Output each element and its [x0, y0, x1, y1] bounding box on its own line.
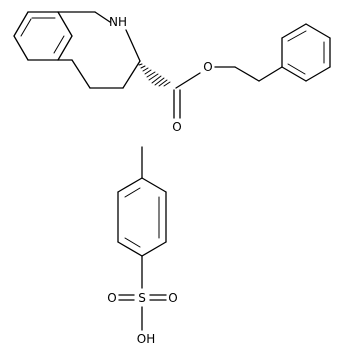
toluene-ring	[117, 177, 167, 257]
bond	[117, 241, 143, 257]
hydroxyl-label: OH	[137, 332, 155, 346]
ester-oxygen-label: O	[203, 60, 212, 74]
sulfonic-acid-group	[118, 255, 167, 331]
wedge-hash	[163, 81, 171, 87]
bond	[57, 11, 73, 37]
double-bond-inner	[287, 63, 306, 75]
bond	[122, 60, 141, 89]
wedge-hash	[142, 67, 149, 72]
bond	[175, 72, 201, 89]
bond	[125, 29, 141, 62]
sulfonyl-oxygen-right-label: O	[168, 291, 177, 305]
bond	[141, 241, 167, 257]
bond	[281, 66, 307, 82]
bond	[71, 59, 91, 89]
wedge-hash	[146, 71, 156, 78]
bond	[141, 177, 167, 193]
wedge-hash	[148, 73, 159, 81]
tosic-acid-molecule: S O O OH	[107, 146, 178, 346]
sulfonyl-oxygen-left-label: O	[107, 291, 116, 305]
benzo-ring	[13, 11, 73, 61]
double-bond-inner	[124, 187, 141, 198]
carbonyl-oxygen-label: O	[172, 120, 181, 134]
ester-group	[173, 66, 260, 119]
bond	[258, 66, 283, 82]
sulfur-label: S	[138, 291, 146, 305]
double-bond-inner	[124, 237, 141, 248]
double-bond-inner	[53, 35, 65, 54]
bond	[13, 11, 29, 37]
double-bond-inner	[20, 18, 32, 37]
bond	[305, 66, 331, 82]
wedge-hash	[154, 77, 165, 86]
bond	[94, 11, 111, 23]
bond	[305, 23, 331, 39]
double-bond-inner	[287, 30, 307, 42]
wedge-hash	[151, 75, 162, 84]
piperidine-ring	[57, 11, 141, 89]
hashed-wedge-bond	[138, 63, 171, 87]
ester-molecule: NH O O	[13, 11, 331, 134]
bond	[117, 177, 143, 193]
wedge-hash	[158, 79, 168, 87]
bond	[57, 35, 73, 61]
nh-label: NH	[109, 15, 127, 29]
bond	[13, 35, 29, 61]
wedge-hash	[138, 63, 143, 66]
bond	[281, 23, 307, 39]
wedge-hash	[144, 69, 152, 75]
wedge-hash	[140, 65, 146, 69]
bond	[234, 66, 260, 82]
phenyl-ring	[258, 23, 331, 82]
